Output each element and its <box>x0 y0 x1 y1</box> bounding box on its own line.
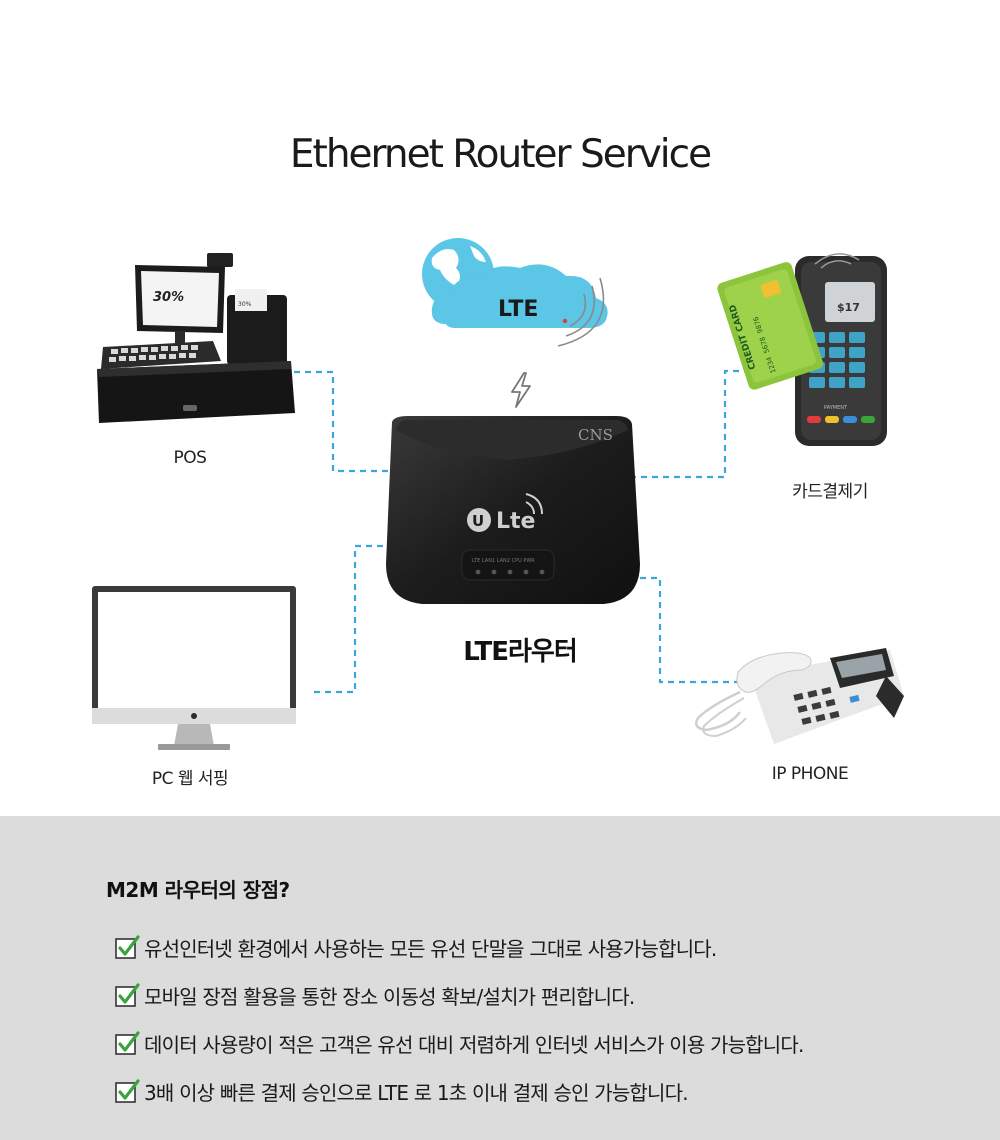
pos-screen-text: 30% <box>153 290 184 305</box>
benefit-item: 데이터 사용량이 적은 고객은 유선 대비 저렴하게 인터넷 서비스가 이용 가… <box>114 1028 804 1058</box>
router-led-labels: LTE LAN1 LAN2 CPU PWR <box>472 558 535 564</box>
pos-terminal-image: 30% 30% <box>97 253 295 423</box>
benefits-panel: M2M 라우터의 장점? 유선인터넷 환경에서 사용하는 모든 유선 단말을 그… <box>0 816 1000 1140</box>
benefit-text: 모바일 장점 활용을 통한 장소 이동성 확보/설치가 편리합니다. <box>144 984 635 1009</box>
router-logo-text: Lte <box>496 509 535 534</box>
benefit-text: 3배 이상 빠른 결제 승인으로 LTE 로 1초 이내 결제 승인 가능합니다… <box>144 1080 689 1105</box>
checkbox-checked-icon <box>115 1079 140 1103</box>
ip-phone-image <box>695 648 904 744</box>
router-brand: CNS <box>578 426 613 444</box>
lte-router-image: CNS U Lte LTE LAN1 LAN2 CPU PWR <box>386 416 640 604</box>
service-diagram: Ethernet Router Service 30% 30% <box>92 132 904 789</box>
benefits-heading: M2M 라우터의 장점? <box>106 878 290 902</box>
wireless-signal-icon <box>557 277 605 347</box>
lte-cloud-image: LTE <box>422 238 608 347</box>
benefit-item: 유선인터넷 환경에서 사용하는 모든 유선 단말을 그대로 사용가능합니다. <box>114 932 717 962</box>
checkbox-checked-icon <box>115 935 140 959</box>
card-terminal-label: 카드결제기 <box>792 482 868 502</box>
pos-receipt-text: 30% <box>238 301 252 308</box>
connector-pc <box>313 544 383 694</box>
lightning-icon <box>511 372 531 408</box>
svg-text:U: U <box>472 512 484 530</box>
card-terminal-image: $17 PAYMENT CREDIT CARD 1234 5678 9876 <box>717 253 887 446</box>
connector-card <box>630 369 745 479</box>
benefit-text: 데이터 사용량이 적은 고객은 유선 대비 저렴하게 인터넷 서비스가 이용 가… <box>144 1032 804 1057</box>
benefit-item: 3배 이상 빠른 결제 승인으로 LTE 로 1초 이내 결제 승인 가능합니다… <box>114 1076 689 1106</box>
terminal-payment-text: PAYMENT <box>824 405 848 411</box>
router-label: LTE라우터 <box>463 637 578 667</box>
page-title: Ethernet Router Service <box>289 132 712 177</box>
cloud-lte-text: LTE <box>498 297 538 322</box>
checkbox-checked-icon <box>115 1031 140 1055</box>
connector-phone <box>640 576 743 684</box>
pos-label: POS <box>173 448 207 468</box>
connector-pos <box>228 370 392 473</box>
benefit-text: 유선인터넷 환경에서 사용하는 모든 유선 단말을 그대로 사용가능합니다. <box>144 936 717 961</box>
pc-monitor-image <box>92 586 296 750</box>
connector-lines <box>228 369 745 694</box>
benefit-item: 모바일 장점 활용을 통한 장소 이동성 확보/설치가 편리합니다. <box>114 980 635 1010</box>
checkbox-checked-icon <box>115 983 140 1007</box>
ip-phone-label: IP PHONE <box>771 764 849 784</box>
pc-label: PC 웹 서핑 <box>151 769 229 789</box>
terminal-screen-text: $17 <box>837 301 860 314</box>
